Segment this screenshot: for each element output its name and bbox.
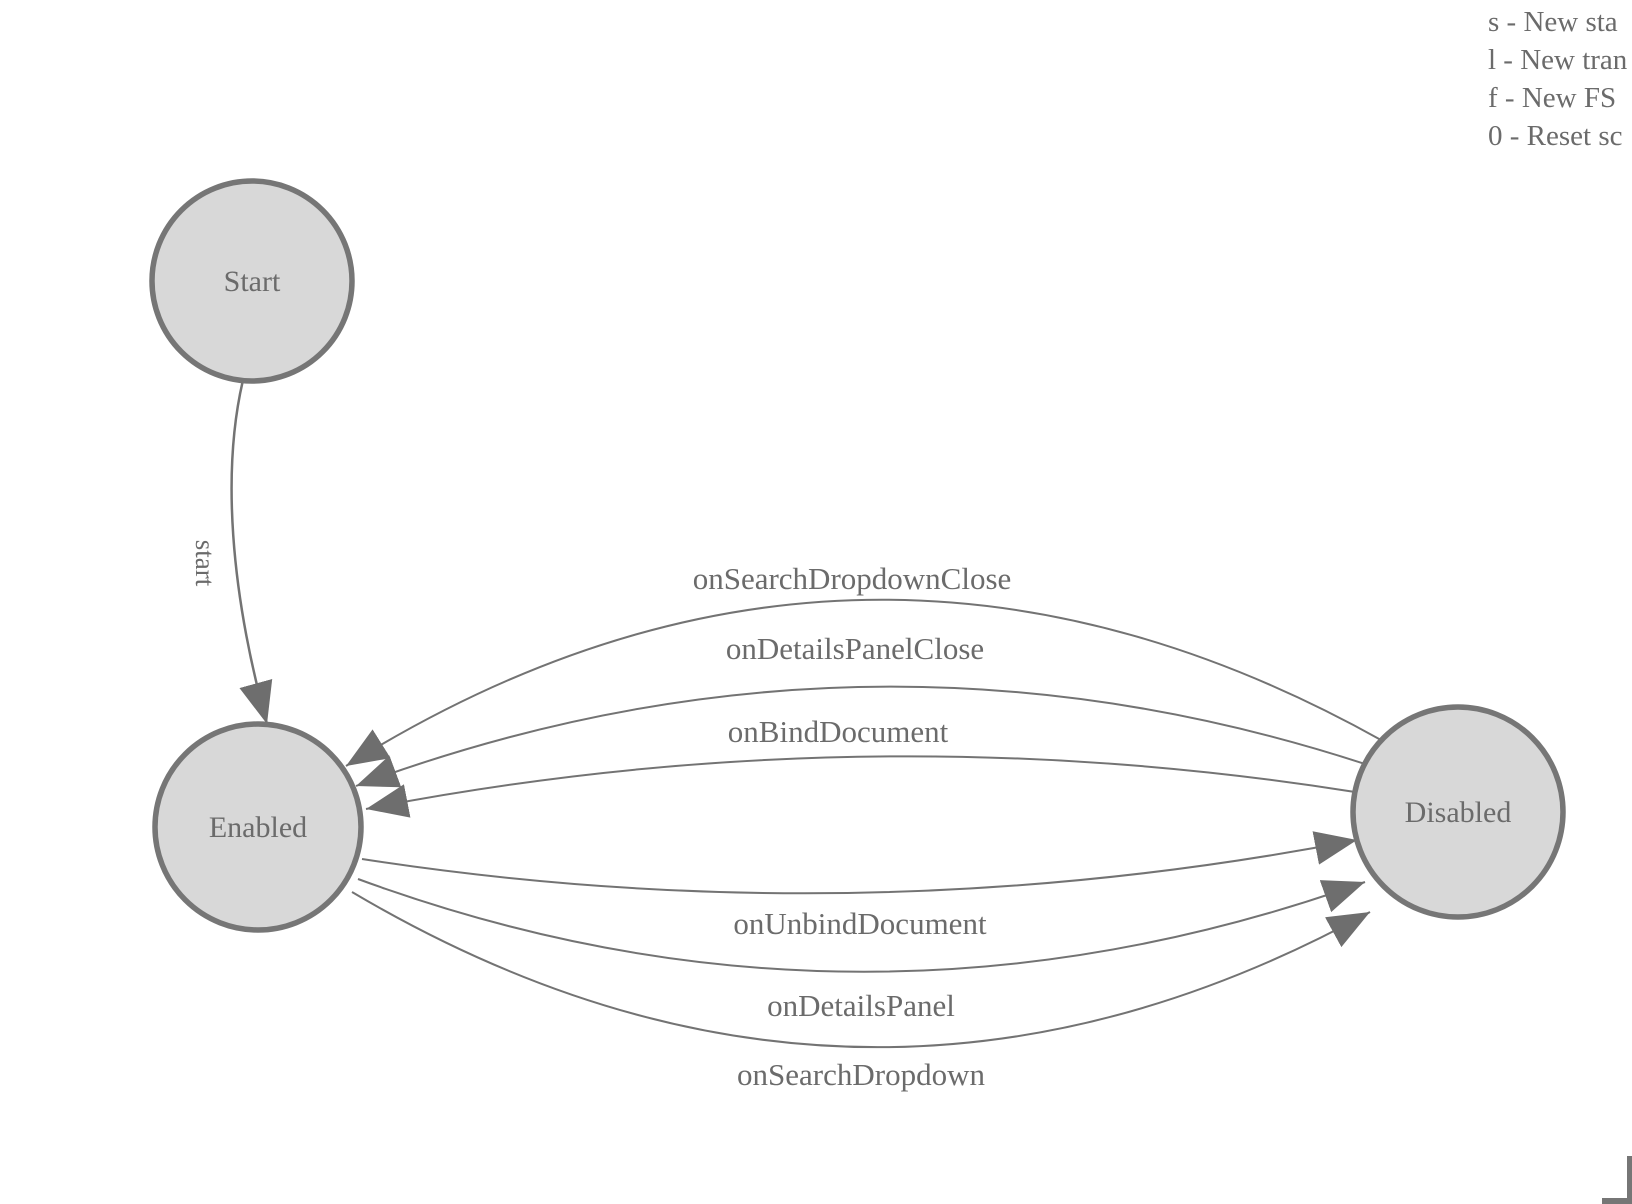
edge-on-details-panel[interactable]	[357, 878, 1366, 973]
edge-start-to-enabled[interactable]	[230, 379, 273, 725]
state-node-start[interactable]: Start	[149, 178, 355, 384]
edge-label-on-search-dropdown-close: onSearchDropdownClose	[693, 561, 1012, 596]
legend-line-new-fsm: f - New FS	[1488, 82, 1617, 114]
state-circle-disabled[interactable]	[1350, 704, 1566, 920]
viewport-corner-marker	[1602, 1198, 1632, 1204]
state-label-enabled: Enabled	[209, 811, 307, 844]
state-circle-enabled[interactable]	[152, 721, 364, 933]
edge-label-on-details-panel-close: onDetailsPanelClose	[726, 631, 984, 666]
edge-label-on-unbind-document: onUnbindDocument	[733, 906, 987, 941]
edge-on-bind-document[interactable]	[365, 755, 1356, 818]
viewport-corner-marker	[1627, 1156, 1632, 1204]
edge-on-search-dropdown[interactable]	[351, 891, 1371, 1049]
state-node-disabled[interactable]: Disabled	[1350, 704, 1566, 920]
state-label-start: Start	[224, 265, 281, 298]
state-circle-start[interactable]	[149, 178, 355, 384]
edge-label-on-search-dropdown: onSearchDropdown	[737, 1057, 985, 1092]
shortcuts-legend: s - New sta l - New tran f - New FS 0 - …	[1488, 3, 1627, 155]
edge-on-details-panel-close[interactable]	[355, 685, 1366, 788]
state-label-disabled: Disabled	[1405, 796, 1512, 829]
legend-line-new-state: s - New sta	[1488, 6, 1618, 38]
legend-line-reset: 0 - Reset sc	[1488, 120, 1623, 152]
legend-line-new-transition: l - New tran	[1488, 44, 1628, 76]
edge-label-on-bind-document: onBindDocument	[728, 714, 949, 749]
edge-label-start: start	[190, 540, 220, 587]
edge-on-unbind-document[interactable]	[361, 831, 1358, 895]
edge-label-on-details-panel: onDetailsPanel	[767, 988, 955, 1023]
edge-on-search-dropdown-close[interactable]	[345, 598, 1382, 767]
state-node-enabled[interactable]: Enabled	[152, 721, 364, 933]
